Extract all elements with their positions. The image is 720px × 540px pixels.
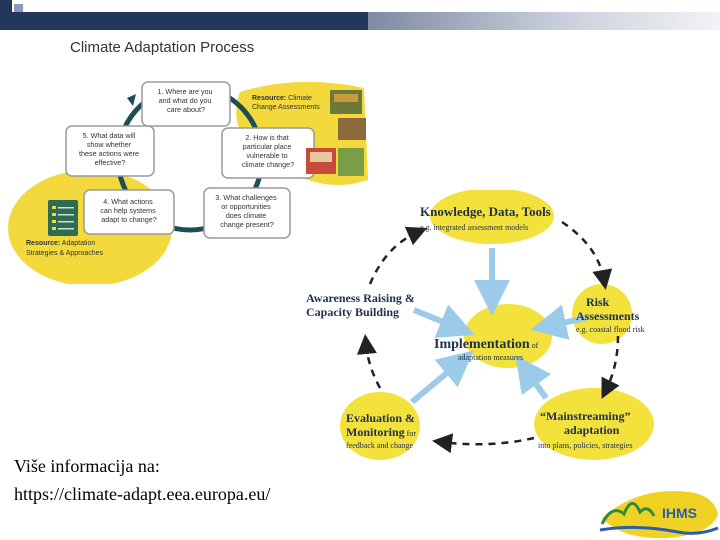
node-awareness: Awareness Raising & Capacity Building — [306, 291, 415, 319]
arrow-evaluation-to-awareness — [356, 334, 382, 389]
svg-text:Monitoring for: Monitoring for — [346, 425, 416, 439]
climate-adaptation-process-figure: Climate Adaptation Process 1. Where are … — [8, 30, 368, 284]
logo-sun — [602, 491, 718, 539]
svg-text:Risk: Risk — [586, 295, 610, 309]
bar-dark — [0, 12, 368, 30]
node-evaluation: Evaluation & Monitoring for feedback and… — [346, 411, 416, 450]
more-info-label: Više informacija na: — [14, 456, 160, 476]
adaptation-cycle-diagram: Knowledge, Data, Tools e.g. integrated a… — [306, 190, 654, 460]
svg-text:Evaluation &: Evaluation & — [346, 411, 415, 425]
svg-text:1. Where are you and w: 1. Where are you and what do you care ab… — [157, 87, 214, 114]
logo-wave-blue — [599, 525, 719, 535]
svg-text:3. What challenges or: 3. What challenges or opportunities does… — [215, 193, 278, 229]
svg-text:feedback and change: feedback and change — [346, 441, 414, 450]
svg-text:Assessments: Assessments — [576, 309, 640, 323]
arrow-awareness-to-center — [412, 304, 475, 338]
bar-square-light — [14, 4, 23, 12]
step-1-box: 1. Where are you and what do you care ab… — [141, 81, 231, 127]
node-mainstreaming: “Mainstreaming” adaptation into plans, p… — [538, 409, 632, 450]
implementation-blob — [464, 304, 552, 368]
bar-gradient — [368, 12, 720, 30]
svg-text:Knowledge, Data, Tools: Knowledge, Data, Tools — [420, 204, 551, 219]
logo-text: IHMS — [662, 505, 697, 521]
resource-top-label: Resource: Climate Change Assessments — [252, 95, 320, 111]
more-info-text: Više informacija na: https://climate-ada… — [14, 452, 270, 508]
evaluation-blob — [340, 392, 420, 460]
svg-text:into plans, policies, strategi: into plans, policies, strategies — [538, 441, 632, 450]
svg-text:2. How is that particu: 2. How is that particular place vulnerab… — [242, 133, 294, 169]
svg-text:Strategies & Approaches: Strategies & Approaches — [26, 250, 104, 257]
step-4-box: 4. What actions can help systems adapt t… — [83, 189, 175, 235]
svg-text:Capacity Building: Capacity Building — [306, 305, 399, 319]
arrow-risk-to-center — [530, 304, 587, 340]
step-2-box: 2. How is that particular place vulnerab… — [221, 127, 315, 179]
risk-blob — [572, 284, 632, 344]
svg-text:Implementation of: Implementation of — [434, 337, 539, 352]
title-bar — [0, 0, 720, 30]
document-icon — [48, 200, 78, 236]
svg-text:adaptation: adaptation — [564, 423, 620, 437]
node-knowledge: Knowledge, Data, Tools e.g. integrated a… — [420, 204, 551, 232]
step-3-box: 3. What challenges or opportunities does… — [203, 187, 291, 239]
arrow-risk-to-mainstreaming — [601, 335, 620, 399]
logo-wave-green — [600, 502, 656, 525]
resource-bottom-label: Resource: Adaptation Strategies & Approa… — [26, 240, 104, 257]
svg-text:5. What data will show: 5. What data will show whether these act… — [79, 131, 141, 167]
arrow-mainstreaming-to-evaluation — [432, 433, 535, 454]
svg-text:e.g. coastal flood risk: e.g. coastal flood risk — [576, 325, 645, 334]
bar-square — [0, 0, 12, 12]
arrow-evaluation-to-center — [410, 350, 474, 405]
process-title: Climate Adaptation Process — [70, 39, 254, 56]
report-thumbnails-icon — [306, 90, 366, 176]
node-risk: Risk Assessments e.g. coastal flood risk — [576, 295, 645, 334]
svg-text:Resource: Climate: Resource: Climate — [252, 95, 312, 102]
arrow-awareness-to-knowledge — [368, 226, 428, 285]
process-diagram: Climate Adaptation Process 1. Where are … — [8, 39, 368, 284]
svg-text:Change Assessments: Change Assessments — [252, 104, 320, 111]
knowledge-blob — [430, 190, 554, 244]
arrow-mainstreaming-to-center — [515, 355, 552, 400]
arrow-knowledge-to-risk — [561, 220, 613, 290]
svg-text:4. What actions can he: 4. What actions can help systems adapt t… — [100, 197, 158, 224]
ihms-logo: IHMS — [599, 491, 719, 539]
mainstreaming-blob — [534, 388, 654, 460]
svg-text:adaptation measures: adaptation measures — [458, 353, 523, 362]
svg-text:Awareness Raising &: Awareness Raising & — [306, 291, 415, 305]
svg-text:“Mainstreaming”: “Mainstreaming” — [540, 409, 630, 423]
ring-arrowhead — [127, 94, 136, 106]
svg-text:e.g. integrated assessment mod: e.g. integrated assessment models — [420, 223, 528, 232]
step-5-box: 5. What data will show whether these act… — [65, 125, 155, 177]
svg-text:Resource: Adaptation: Resource: Adaptation — [26, 240, 95, 247]
more-info-url: https://climate-adapt.eea.europa.eu/ — [14, 484, 271, 504]
node-implementation: Implementation of adaptation measures — [434, 337, 539, 362]
